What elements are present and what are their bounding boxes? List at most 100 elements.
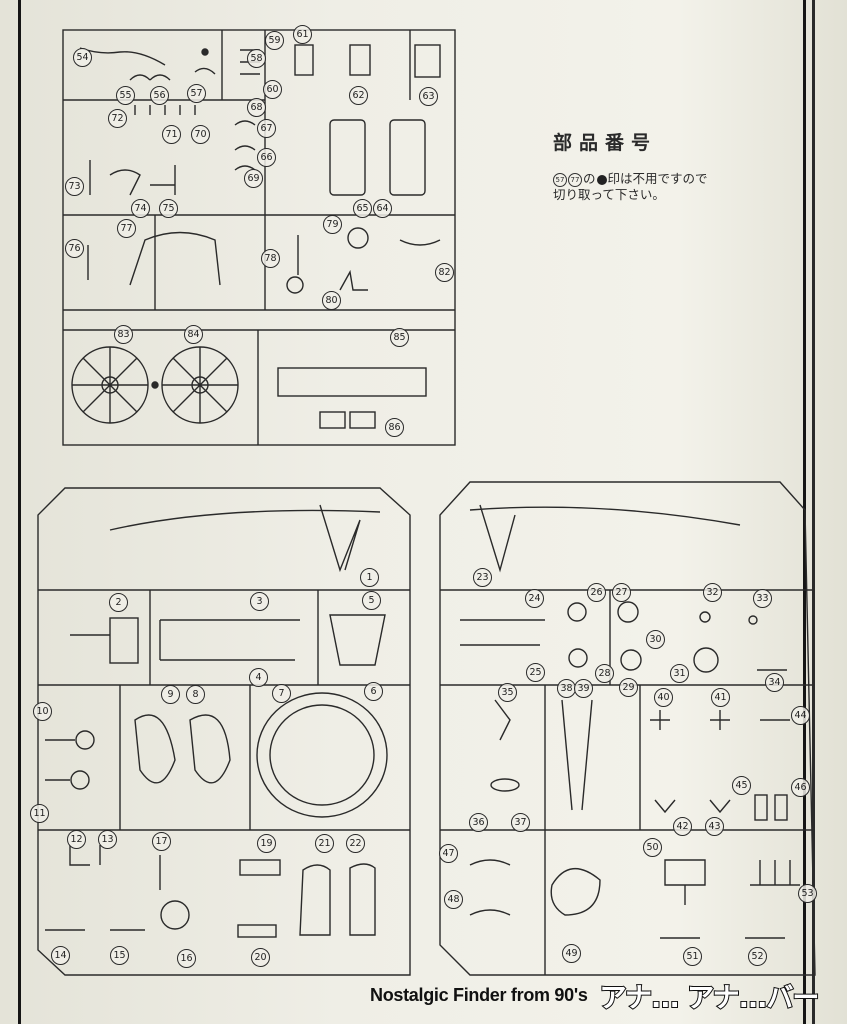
part-number-label: 16 xyxy=(177,949,196,968)
part-number-label: 36 xyxy=(469,813,488,832)
sprue-b-frame xyxy=(37,487,411,976)
part-number-label: 42 xyxy=(673,817,692,836)
part-number-label: 4 xyxy=(249,668,268,687)
part-number-label: 71 xyxy=(162,125,181,144)
sprue-a-parts xyxy=(71,44,441,429)
watermark-credit: Nostalgic Finder from 90's xyxy=(370,985,588,1005)
parts-number-heading: 部品番号 xyxy=(553,132,658,154)
part-number-label: 59 xyxy=(265,31,284,50)
part-number-label: 49 xyxy=(562,944,581,963)
part-number-label: 64 xyxy=(373,199,392,218)
part-number-label: 32 xyxy=(703,583,722,602)
part-number-label: 37 xyxy=(511,813,530,832)
part-number-label: 60 xyxy=(263,80,282,99)
part-number-label: 51 xyxy=(683,947,702,966)
part-number-label: 24 xyxy=(525,589,544,608)
part-number-label: 33 xyxy=(753,589,772,608)
part-number-label: 34 xyxy=(765,673,784,692)
part-number-label: 35 xyxy=(498,683,517,702)
part-number-label: 61 xyxy=(293,25,312,44)
part-number-label: 57 xyxy=(187,84,206,103)
part-number-label: 76 xyxy=(65,239,84,258)
page-edge-line xyxy=(812,0,815,1024)
part-number-label: 52 xyxy=(748,947,767,966)
part-number-label: 30 xyxy=(646,630,665,649)
part-number-label: 26 xyxy=(587,583,606,602)
part-number-label: 54 xyxy=(73,48,92,67)
part-number-label: 75 xyxy=(159,199,178,218)
part-number-label: 15 xyxy=(110,946,129,965)
part-number-label: 69 xyxy=(244,169,263,188)
part-number-label: 44 xyxy=(791,706,810,725)
part-number-label: 53 xyxy=(798,884,817,903)
watermark-logo: アナ... アナ...バー xyxy=(599,982,821,1015)
part-number-label: 13 xyxy=(98,830,117,849)
part-number-label: 41 xyxy=(711,688,730,707)
part-number-label: 72 xyxy=(108,109,127,128)
part-number-label: 9 xyxy=(161,685,180,704)
part-number-label: 62 xyxy=(349,86,368,105)
part-number-label: 85 xyxy=(390,328,409,347)
notes-text: 印は不用ですので xyxy=(607,171,708,186)
part-number-label: 63 xyxy=(419,87,438,106)
part-number-label: 55 xyxy=(116,86,135,105)
part-number-label: 3 xyxy=(250,592,269,611)
watermark: Nostalgic Finder from 90's アナ... アナ...バー xyxy=(370,976,821,1015)
part-number-label: 58 xyxy=(247,49,266,68)
part-number-label: 86 xyxy=(385,418,404,437)
black-dot-icon xyxy=(596,174,607,185)
part-number-label: 73 xyxy=(65,177,84,196)
part-number-label: 56 xyxy=(150,86,169,105)
part-number-label: 8 xyxy=(186,685,205,704)
part-number-label: 22 xyxy=(346,834,365,853)
part-number-label: 25 xyxy=(526,663,545,682)
part-number-label: 23 xyxy=(473,568,492,587)
part-number-label: 67 xyxy=(257,119,276,138)
part-number-label: 6 xyxy=(364,682,383,701)
sprue-b-parts xyxy=(45,504,388,938)
part-number-label: 20 xyxy=(251,948,270,967)
part-number-label: 46 xyxy=(791,778,810,797)
part-number-label: 39 xyxy=(574,679,593,698)
part-number-label: 2 xyxy=(109,593,128,612)
part-number-label: 12 xyxy=(67,830,86,849)
part-number-label: 66 xyxy=(257,148,276,167)
part-number-label: 17 xyxy=(152,832,171,851)
part-number-label: 84 xyxy=(184,325,203,344)
part-number-label: 47 xyxy=(439,844,458,863)
notes-line-2: 切り取って下さい。 xyxy=(553,187,665,202)
part-number-label: 79 xyxy=(323,215,342,234)
sprue-c-parts xyxy=(460,504,800,939)
sprue-a-frame xyxy=(62,29,456,446)
part-number-label: 50 xyxy=(643,838,662,857)
part-number-label: 45 xyxy=(732,776,751,795)
part-number-label: 48 xyxy=(444,890,463,909)
part-number-label: 29 xyxy=(619,678,638,697)
part-number-label: 74 xyxy=(131,199,150,218)
part-number-label: 40 xyxy=(654,688,673,707)
part-number-label: 70 xyxy=(191,125,210,144)
part-number-label: 21 xyxy=(315,834,334,853)
unused-part-ref: 57 xyxy=(553,172,567,187)
part-number-label: 83 xyxy=(114,325,133,344)
part-number-label: 28 xyxy=(595,664,614,683)
part-number-label: 10 xyxy=(33,702,52,721)
part-number-label: 82 xyxy=(435,263,454,282)
part-number-label: 31 xyxy=(670,664,689,683)
part-number-label: 65 xyxy=(353,199,372,218)
notes-particle: の xyxy=(583,171,596,186)
part-number-label: 11 xyxy=(30,804,49,823)
part-number-label: 1 xyxy=(360,568,379,587)
part-number-label: 5 xyxy=(362,591,381,610)
part-number-label: 7 xyxy=(272,684,291,703)
part-number-label: 43 xyxy=(705,817,724,836)
part-number-label: 14 xyxy=(51,946,70,965)
part-number-label: 80 xyxy=(322,291,341,310)
part-number-label: 19 xyxy=(257,834,276,853)
part-number-label: 68 xyxy=(247,98,266,117)
unused-part-ref: 77 xyxy=(568,172,582,187)
